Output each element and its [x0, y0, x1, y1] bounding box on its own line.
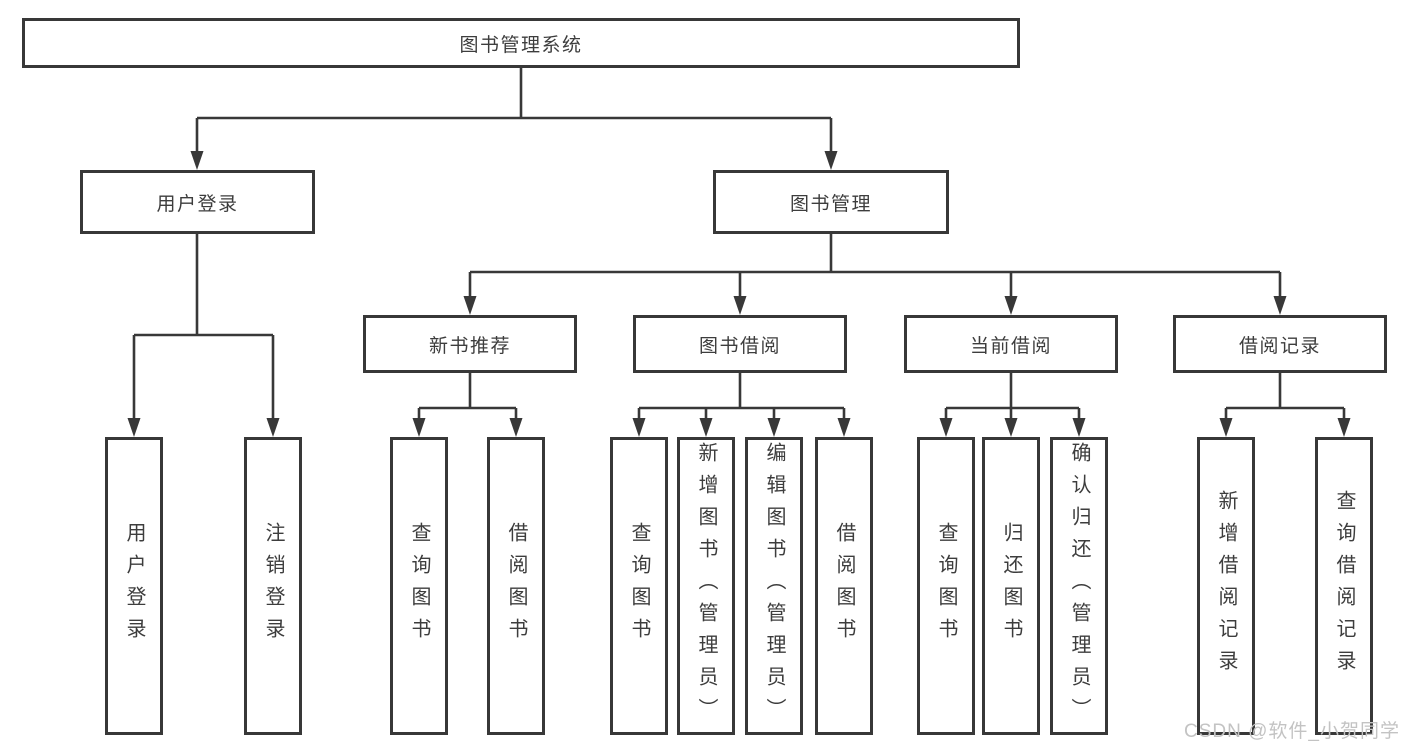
- node-borrow-records: 借阅记录: [1173, 315, 1387, 373]
- leaf-label: 新增借阅记录: [1215, 490, 1237, 682]
- leaf-confirm-return-admin: 确认归还（管理员）: [1050, 437, 1108, 735]
- node-book-borrow: 图书借阅: [633, 315, 847, 373]
- node-label: 图书管理系统: [459, 34, 583, 56]
- node-book-management: 图书管理: [713, 170, 949, 234]
- leaf-label: 新增图书（管理员）: [695, 442, 717, 730]
- node-library-management-system: 图书管理系统: [22, 18, 1020, 68]
- leaf-label: 确认归还（管理员）: [1068, 442, 1090, 730]
- csdn-watermark: CSDN @软件_小贺同学: [1184, 721, 1400, 742]
- leaf-label: 借阅图书: [833, 522, 855, 650]
- leaf-label: 用户登录: [123, 522, 145, 650]
- leaf-recommend-borrow-books: 借阅图书: [487, 437, 545, 735]
- leaf-query-borrow-record: 查询借阅记录: [1315, 437, 1373, 735]
- node-new-book-recommend: 新书推荐: [363, 315, 577, 373]
- leaf-recommend-query-books: 查询图书: [390, 437, 448, 735]
- node-label: 当前借阅: [969, 335, 1052, 357]
- leaf-borrow-books: 借阅图书: [815, 437, 873, 735]
- leaf-return-books: 归还图书: [982, 437, 1040, 735]
- leaf-label: 注销登录: [262, 522, 284, 650]
- leaf-label: 查询图书: [628, 522, 650, 650]
- leaf-edit-books-admin: 编辑图书（管理员）: [745, 437, 803, 735]
- leaf-add-borrow-record: 新增借阅记录: [1197, 437, 1255, 735]
- node-user-login: 用户登录: [80, 170, 315, 234]
- leaf-current-query-books: 查询图书: [917, 437, 975, 735]
- node-label: 借阅记录: [1238, 335, 1321, 357]
- leaf-label: 编辑图书（管理员）: [763, 442, 785, 730]
- leaf-label: 借阅图书: [505, 522, 527, 650]
- node-current-borrow: 当前借阅: [904, 315, 1118, 373]
- leaf-label: 查询借阅记录: [1333, 490, 1355, 682]
- node-label: 图书借阅: [698, 335, 781, 357]
- node-label: 用户登录: [156, 193, 239, 215]
- node-label: 新书推荐: [428, 335, 511, 357]
- leaf-label: 查询图书: [408, 522, 430, 650]
- leaf-label: 归还图书: [1000, 522, 1022, 650]
- leaf-user-login: 用户登录: [105, 437, 163, 735]
- node-label: 图书管理: [789, 193, 872, 215]
- leaf-label: 查询图书: [935, 522, 957, 650]
- leaf-borrow-query-books: 查询图书: [610, 437, 668, 735]
- leaf-logout: 注销登录: [244, 437, 302, 735]
- leaf-add-books-admin: 新增图书（管理员）: [677, 437, 735, 735]
